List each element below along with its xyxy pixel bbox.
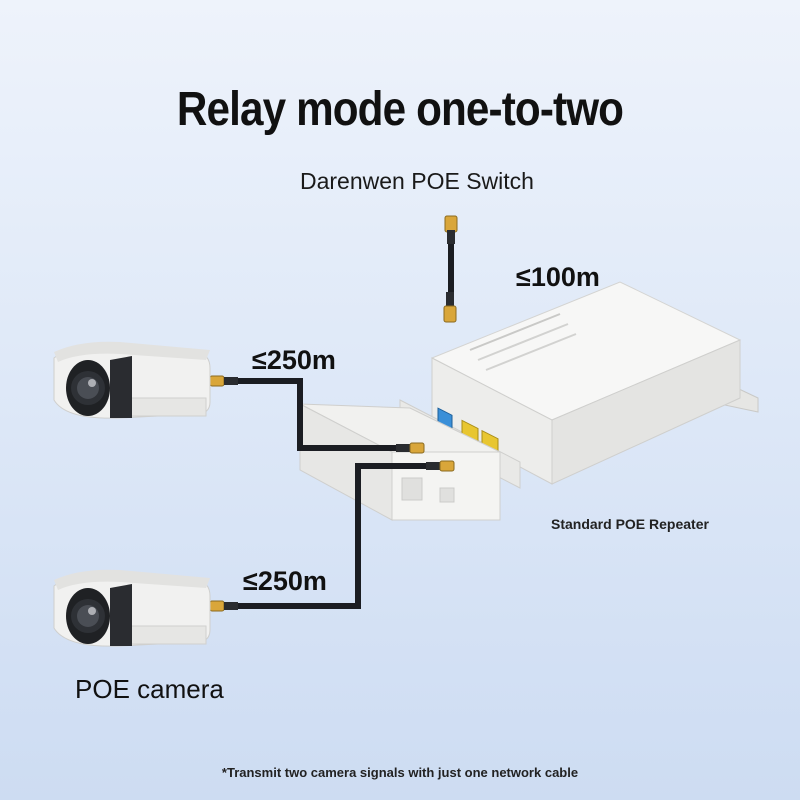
diagram-title: Relay mode one-to-two xyxy=(176,83,624,136)
distance-camera-bottom-label: ≤250m xyxy=(243,566,327,596)
switch-label: Darenwen POE Switch xyxy=(300,168,534,194)
switch-cable xyxy=(443,215,458,323)
poe-camera-bottom xyxy=(53,569,211,647)
repeater-label: Standard POE Repeater xyxy=(551,516,709,532)
camera-label: POE camera xyxy=(75,674,224,704)
poe-repeater-device xyxy=(299,281,759,521)
bottom-camera-cable xyxy=(209,460,455,612)
footnote: *Transmit two camera signals with just o… xyxy=(221,765,579,780)
poe-camera-top xyxy=(53,341,211,419)
distance-switch-label: ≤100m xyxy=(516,262,600,292)
distance-camera-top-label: ≤250m xyxy=(252,345,336,375)
top-camera-cable xyxy=(209,375,425,454)
